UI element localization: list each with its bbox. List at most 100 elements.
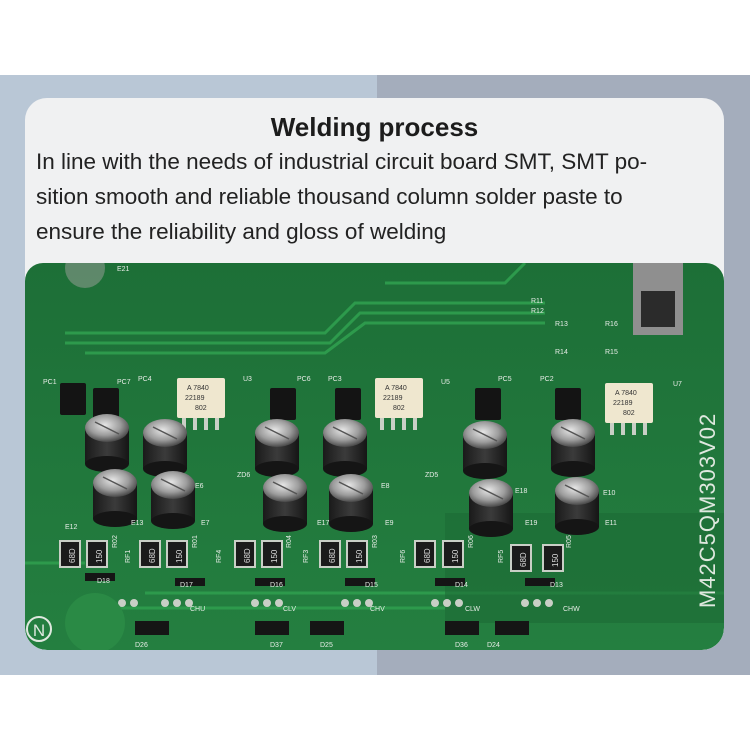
optocoupler-pin [621,423,625,435]
via-pad [455,599,463,607]
capacitor-vent [478,486,504,500]
silkscreen-label: D26 [135,642,148,649]
via-pad [251,599,259,607]
optocoupler-pin [643,423,647,435]
optocoupler-chip [177,378,225,418]
silkscreen-label: RF5 [498,550,505,563]
capacitor-vent [152,426,178,440]
optocoupler-pin [193,418,197,430]
silkscreen-label: PC4 [138,376,152,383]
page-title: Welding process [270,112,479,142]
description-line: sition smooth and reliable thousand colu… [36,184,623,209]
optocoupler-pin [632,423,636,435]
transistor [555,388,581,420]
silkscreen-label: PC2 [540,376,554,383]
optocoupler-pin [610,423,614,435]
silkscreen-label: PC1 [43,379,57,386]
capacitor-base [263,516,307,532]
capacitor-vent [264,426,290,440]
silkscreen-label: D18 [97,578,110,585]
silkscreen-label: E12 [65,524,78,531]
via-pad [130,599,138,607]
smd-diode [135,621,169,635]
silkscreen-label: RF3 [303,550,310,563]
transistor [60,383,86,415]
smd-diode [345,578,375,586]
via-pad [263,599,271,607]
silkscreen-label: RF1 [125,550,132,563]
silkscreen-label: E10 [603,490,616,497]
silkscreen-label: R01 [192,535,199,548]
silkscreen-label: D24 [487,642,500,649]
resistor-marking: 68D [423,548,432,563]
silkscreen-label: PC3 [328,376,342,383]
silkscreen-label: ZD5 [425,472,438,479]
capacitor-base [151,513,195,529]
optocoupler-pin [204,418,208,430]
silkscreen-label: E9 [385,520,394,527]
smd-resistor [261,540,283,568]
smd-resistor [442,540,464,568]
optocoupler-suffix: 802 [195,405,207,412]
silkscreen-label: CLV [283,606,296,613]
resistor-marking: 150 [451,549,460,563]
capacitor-vent [102,476,128,490]
capacitor-vent [560,426,586,440]
optocoupler-pin [380,418,384,430]
smd-diode [435,578,465,586]
n-marker-circle [26,616,52,642]
resistor-marking: 150 [270,549,279,563]
optocoupler-suffix: 802 [393,405,405,412]
capacitor-base [469,521,513,537]
description: In line with the needs of industrial cir… [36,144,716,249]
silkscreen-label: E21 [117,266,130,273]
smd-diode [495,621,529,635]
description-line: In line with the needs of industrial cir… [36,149,648,174]
resistor-marking: 150 [551,553,560,567]
silkscreen-label: E7 [201,520,210,527]
transistor [93,388,119,420]
optocoupler-pin [402,418,406,430]
smd-diode [85,573,115,581]
silkscreen-label: U7 [673,381,682,388]
optocoupler-code: 22189 [185,395,205,402]
resistor-marking: 68D [328,548,337,563]
via-pad [521,599,529,607]
capacitor-base [93,511,137,527]
silkscreen-label: D15 [365,582,378,589]
via-pad [173,599,181,607]
silkscreen-label: R12 [531,308,544,315]
optocoupler-marking: A 7840 [615,390,637,397]
resistor-marking: 68D [148,548,157,563]
optocoupler-marking: A 7840 [385,385,407,392]
silkscreen-label: E13 [131,520,144,527]
capacitor-base [323,461,367,477]
smd-resistor [59,540,81,568]
silkscreen-label: R05 [566,535,573,548]
silkscreen-label: CHW [563,606,580,613]
silkscreen-label: PC7 [117,379,131,386]
optocoupler-code: 22189 [383,395,403,402]
capacitor-vent [564,484,590,498]
capacitor-base [551,461,595,477]
smd-diode [445,621,479,635]
silkscreen-label: E8 [381,483,390,490]
via-pad [443,599,451,607]
optocoupler-pin [413,418,417,430]
smd-diode [255,578,285,586]
silkscreen-label: U3 [243,376,252,383]
via-pad [161,599,169,607]
silkscreen-label: E17 [317,520,330,527]
part-number: M42C5QM303V02 [695,413,720,608]
mounting-hole [65,263,105,288]
silkscreen-label: R14 [555,349,568,356]
silkscreen-label: D36 [455,642,468,649]
smd-diode [525,578,555,586]
capacitor-vent [160,478,186,492]
optocoupler-suffix: 802 [623,410,635,417]
silkscreen-label: PC6 [297,376,311,383]
silkscreen-label: R03 [372,535,379,548]
optocoupler-pin [391,418,395,430]
transistor [270,388,296,420]
